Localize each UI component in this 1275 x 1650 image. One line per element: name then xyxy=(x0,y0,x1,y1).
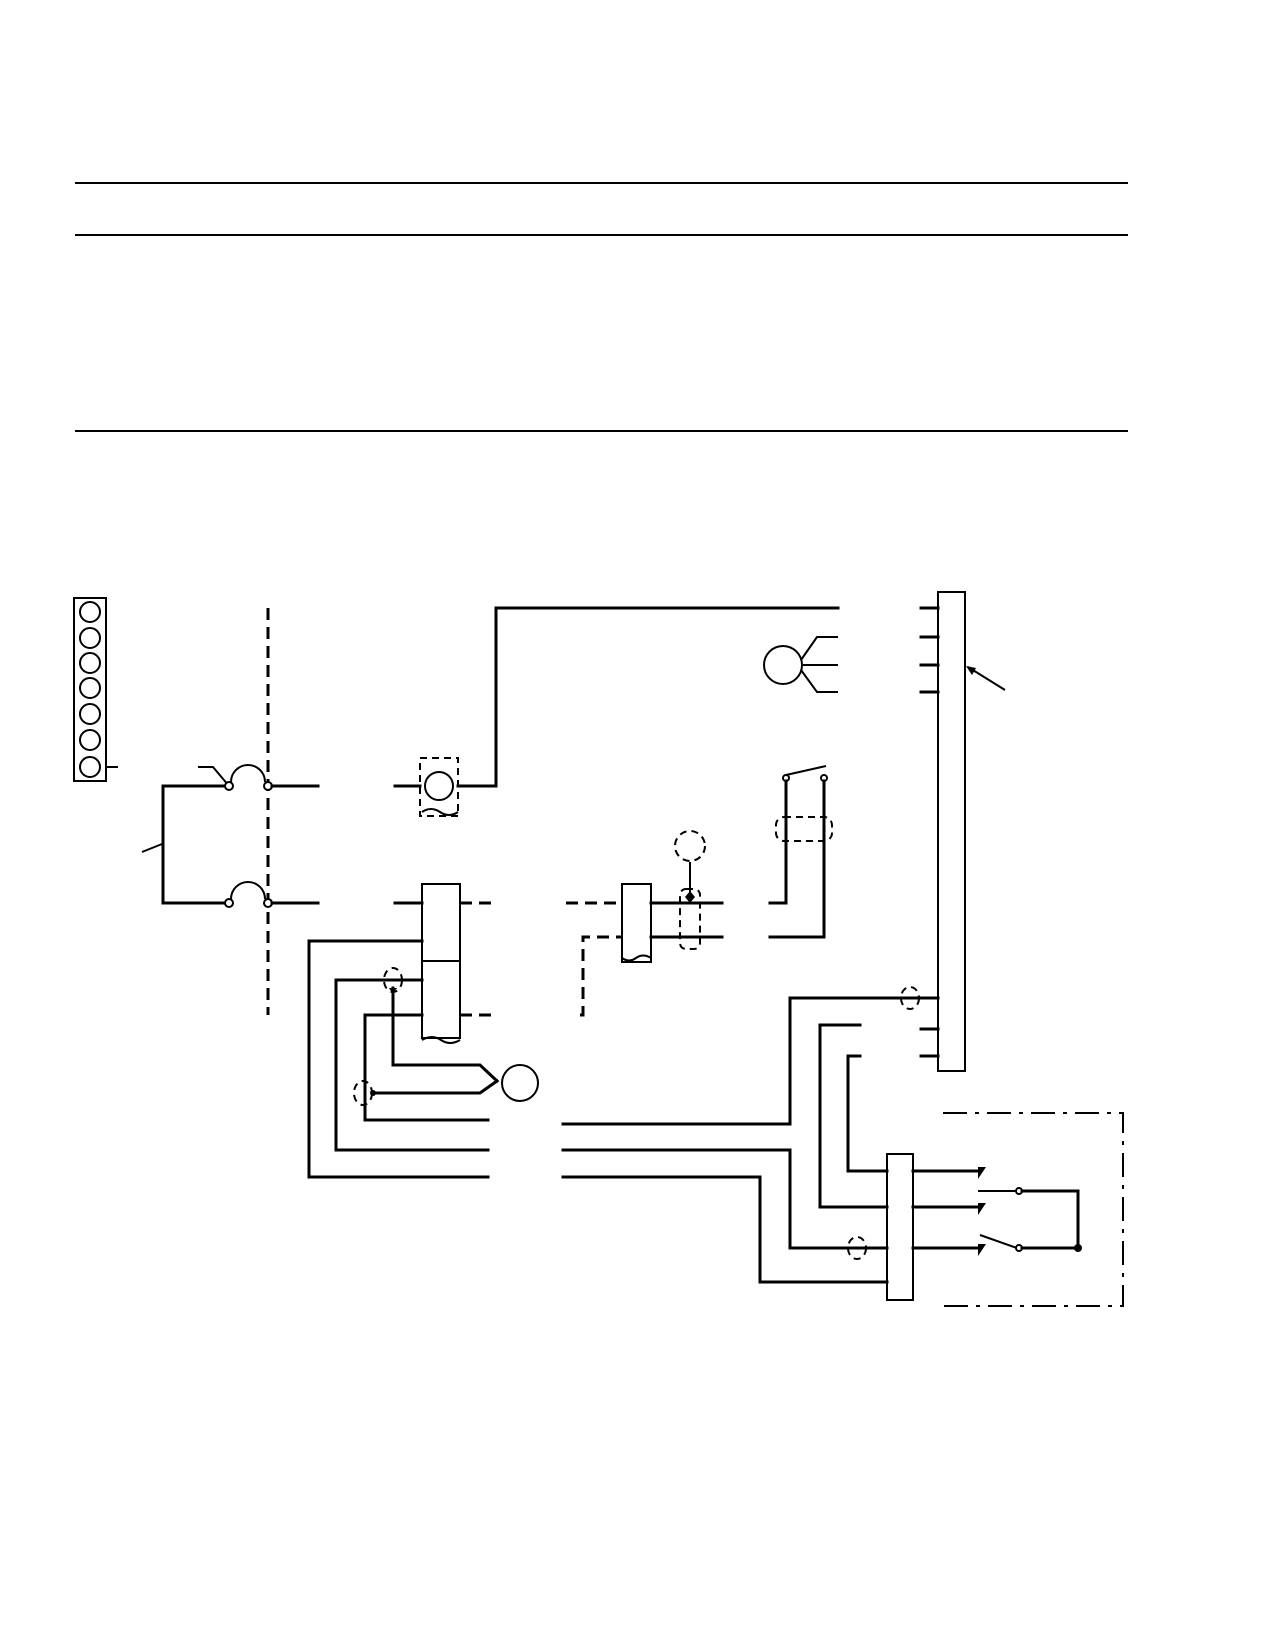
wire-harness-bottom xyxy=(561,1023,889,1284)
header-rules xyxy=(75,182,1128,432)
gauge-sender xyxy=(763,636,838,693)
switch-blade-upper xyxy=(198,766,230,787)
motor-symbol xyxy=(501,1064,539,1102)
connector-block-center xyxy=(566,830,724,1017)
lamp-component xyxy=(393,606,840,817)
ground-splice xyxy=(674,830,706,862)
control-box xyxy=(911,1112,1124,1307)
toggle-switch xyxy=(768,765,833,939)
circuit-breaker-group xyxy=(141,608,320,1015)
terminal-strip xyxy=(73,597,118,782)
leader-arrow xyxy=(141,843,163,853)
motor-left xyxy=(353,967,539,1106)
connector-block-lower-right xyxy=(886,1153,914,1301)
connector-block-left xyxy=(307,883,492,1179)
connector-bus-right xyxy=(561,591,1006,1126)
